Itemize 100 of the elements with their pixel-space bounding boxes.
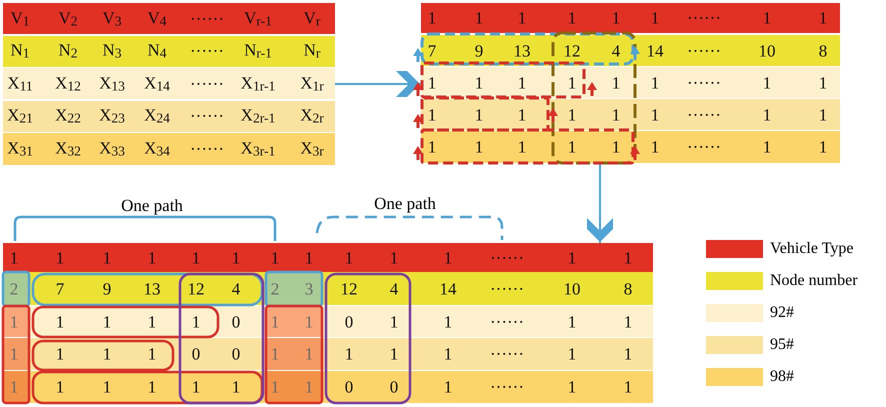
- table-cell: 1: [56, 249, 64, 266]
- table-cell: 1: [148, 249, 156, 266]
- table-cell: 1: [612, 74, 620, 91]
- table-cell: ······: [490, 313, 524, 330]
- table-cell: N$_{1}$: [10, 42, 30, 60]
- table-cell: 1: [624, 346, 632, 362]
- bracket-label: One path: [374, 194, 436, 214]
- table-cell: 13: [514, 42, 530, 59]
- table-cell: 1: [518, 106, 526, 123]
- table-cell: 1: [818, 10, 828, 26]
- data-table: [3, 3, 335, 165]
- table-cell: 1: [568, 313, 576, 330]
- table-cell: 1: [10, 249, 18, 266]
- table-cell: 8: [624, 280, 632, 297]
- table-cell: 1: [762, 74, 772, 91]
- table-cell: 1: [428, 74, 436, 91]
- table-cell: 4: [390, 280, 398, 297]
- table-cell: 1: [818, 74, 828, 91]
- table-cell: X$_{32}$: [55, 140, 81, 158]
- table-cell: 1: [390, 249, 398, 266]
- table-cell: 1: [428, 106, 436, 123]
- table-cell: 1: [102, 313, 112, 330]
- table-cell: 7: [56, 280, 64, 297]
- table-cell: 1: [624, 378, 632, 396]
- table-cell: 1: [762, 106, 772, 123]
- table-cell: 1: [232, 249, 240, 266]
- table-cell: ······: [687, 106, 721, 123]
- table-cell: 1: [56, 313, 64, 330]
- table-cell: 1: [650, 74, 660, 91]
- table-cell: 1: [148, 378, 156, 396]
- table-cell: N$_{2}$: [58, 42, 78, 60]
- table-cell: ······: [190, 42, 224, 60]
- table-cell: ······: [190, 75, 224, 92]
- table-cell: 1: [10, 378, 18, 396]
- table-cell: 1: [568, 378, 576, 396]
- table-cell: 1: [56, 378, 64, 396]
- table-cell: 2: [270, 280, 280, 297]
- table-cell: X$_{3r-1}$: [240, 140, 276, 158]
- table-cell: 1: [650, 138, 660, 156]
- table-cell: 1: [428, 10, 436, 26]
- table-cell: 7: [428, 42, 436, 59]
- table-cell: 1: [624, 249, 632, 266]
- data-table: [421, 3, 840, 163]
- table-cell: N$_{3}$: [102, 42, 122, 60]
- table-cell: 0: [390, 378, 398, 396]
- table-cell: X$_{1r-1}$: [240, 74, 276, 93]
- table-cell: X$_{1r}$: [300, 74, 324, 93]
- table-cell: 1: [232, 378, 240, 396]
- table-cell: X$_{2r-1}$: [240, 106, 276, 126]
- table-cell: 1: [612, 138, 620, 156]
- table-cell: 1: [444, 378, 452, 396]
- table-cell: N$_{4}$: [147, 42, 167, 60]
- table-cell: 1: [304, 313, 314, 330]
- table-cell: V$_{2}$: [58, 9, 78, 28]
- table-cell: 2: [10, 280, 18, 297]
- legend-label: Node number: [770, 272, 858, 290]
- table-cell: V$_{3}$: [102, 9, 122, 28]
- table-cell: 1: [444, 346, 452, 362]
- table-cell: 0: [344, 313, 354, 330]
- table-cell: 12: [340, 280, 358, 297]
- table-cell: 1: [10, 313, 18, 330]
- table-cell: 4: [612, 42, 620, 59]
- table-cell: 1: [270, 346, 280, 362]
- table-cell: 1: [102, 378, 112, 396]
- table-cell: ······: [490, 280, 524, 297]
- table-cell: ······: [687, 74, 721, 91]
- table-cell: X$_{14}$: [144, 74, 170, 93]
- table-cell: 0: [232, 313, 240, 330]
- table-cell: 1: [762, 10, 772, 26]
- table-cell: X$_{31}$: [7, 140, 33, 158]
- table-cell: ······: [190, 10, 224, 27]
- table-cell: 1: [518, 74, 526, 91]
- table-cell: ······: [687, 10, 721, 26]
- table-cell: V$_{r-1}$: [244, 9, 272, 28]
- table-cell: ······: [490, 249, 524, 266]
- table-cell: ······: [190, 108, 224, 124]
- table-cell: X$_{13}$: [99, 74, 125, 93]
- table-cell: V$_{4}$: [147, 9, 167, 28]
- table-cell: 1: [270, 313, 280, 330]
- table-cell: ······: [687, 42, 721, 59]
- table-cell: 1: [390, 346, 398, 362]
- table-cell: 0: [232, 346, 240, 362]
- table-cell: 1: [650, 10, 660, 26]
- table-cell: ······: [490, 346, 524, 362]
- table-cell: ······: [190, 140, 224, 158]
- table-cell: 1: [56, 346, 64, 362]
- legend-label: 92#: [770, 304, 794, 322]
- legend-label: Vehicle Type: [770, 240, 854, 258]
- table-cell: 1: [650, 106, 660, 123]
- table-cell: 1: [568, 346, 576, 362]
- table-cell: 13: [144, 280, 160, 297]
- table-cell: X$_{24}$: [144, 106, 170, 126]
- table-cell: X$_{22}$: [55, 106, 81, 126]
- table-cell: 1: [474, 74, 484, 91]
- table-cell: 8: [818, 42, 828, 59]
- table-cell: 1: [304, 249, 314, 266]
- table-cell: 1: [148, 313, 156, 330]
- table-cell: X$_{34}$: [144, 140, 170, 158]
- table-cell: 1: [192, 378, 200, 396]
- table-cell: N$_{r-1}$: [244, 42, 272, 60]
